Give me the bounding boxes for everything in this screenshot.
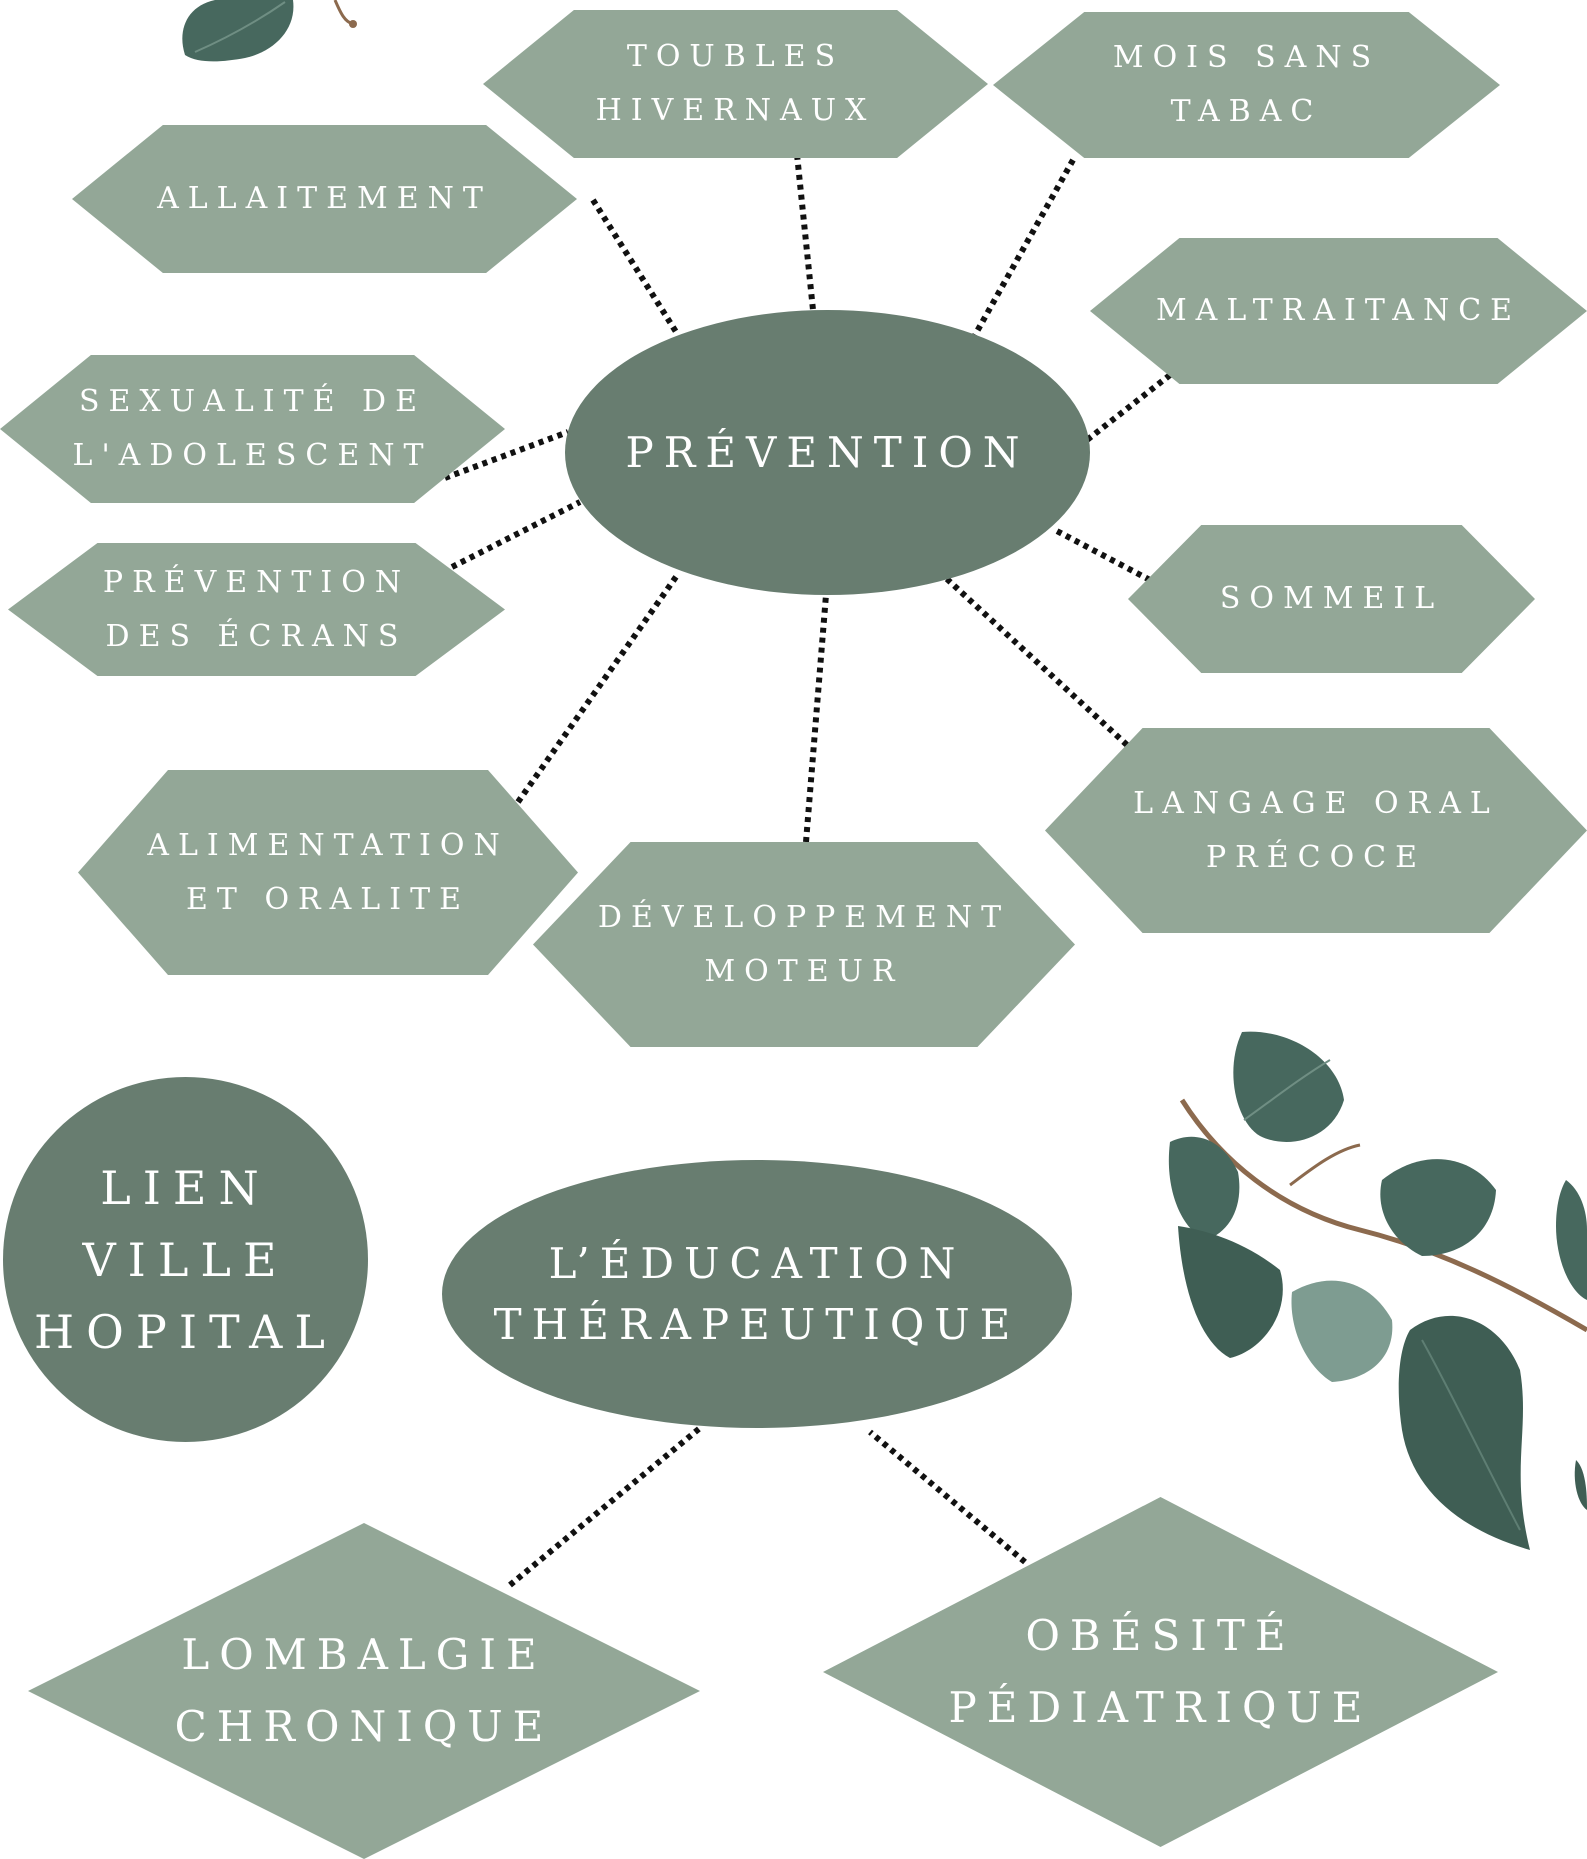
topic-toubles-hivernaux[interactable]: TOUBLES HIVERNAUX <box>483 10 988 158</box>
connector-hub-to-toubles <box>792 134 816 311</box>
prevention-hub[interactable]: PRÉVENTION <box>565 310 1090 595</box>
topic-sommeil[interactable]: SOMMEIL <box>1128 525 1535 673</box>
connector-edu-to-obesite <box>868 1429 1027 1565</box>
connector-hub-to-allaitement <box>590 198 681 337</box>
connector-hub-to-sexualite <box>443 429 570 481</box>
connector-hub-to-ecrans <box>450 499 582 570</box>
connector-edu-to-lombalgie <box>508 1425 702 1588</box>
connector-hub-to-tabac <box>972 158 1076 337</box>
topic-sexualite-adolescent[interactable]: SEXUALITÉ DE L'ADOLESCENT <box>0 355 505 503</box>
topic-label: SEXUALITÉ DE L'ADOLESCENT <box>72 384 433 473</box>
topic-developpement-moteur[interactable]: DÉVELOPPEMENT MOTEUR <box>533 842 1075 1047</box>
lien-ville-hopital-circle[interactable]: LIEN VILLE HOPITAL <box>3 1077 368 1442</box>
topic-alimentation-oralite[interactable]: ALIMENTATION ET ORALITE <box>78 770 578 975</box>
topic-maltraitance[interactable]: MALTRAITANCE <box>1090 238 1587 384</box>
education-hub-label: L’ÉDUCATION THÉRAPEUTIQUE <box>493 1239 1021 1349</box>
connector-hub-to-langage <box>932 565 1130 748</box>
topic-label: ALLAITEMENT <box>157 181 492 216</box>
topic-label: MOIS SANS TABAC <box>1112 40 1381 129</box>
topic-label: SOMMEIL <box>1219 581 1444 616</box>
connector-hub-to-sommeil <box>1053 527 1152 583</box>
prevention-hub-label: PRÉVENTION <box>625 428 1030 477</box>
topic-label: MALTRAITANCE <box>1155 293 1522 328</box>
topic-label: DÉVELOPPEMENT MOTEUR <box>597 899 1011 989</box>
topic-allaitement[interactable]: ALLAITEMENT <box>72 125 577 273</box>
topic-label: LANGAGE ORAL PRÉCOCE <box>1133 785 1499 875</box>
topic-langage-oral-precoce[interactable]: LANGAGE ORAL PRÉCOCE <box>1045 728 1587 933</box>
topic-mois-sans-tabac[interactable]: MOIS SANS TABAC <box>993 12 1500 158</box>
lien-ville-hopital-label: LIEN VILLE HOPITAL <box>34 1160 337 1359</box>
topic-label: TOUBLES HIVERNAUX <box>595 39 876 128</box>
education-therapeutique-hub[interactable]: L’ÉDUCATION THÉRAPEUTIQUE <box>442 1160 1072 1428</box>
connector-hub-to-alimentation <box>515 572 681 804</box>
topic-label: LOMBALGIE CHRONIQUE <box>174 1630 554 1751</box>
connector-hub-to-developpement <box>803 594 829 843</box>
topic-label: ALIMENTATION ET ORALITE <box>147 827 509 917</box>
topic-label: PRÉVENTION DES ÉCRANS <box>102 564 411 654</box>
connector-hub-to-maltraitance <box>1085 372 1172 443</box>
topic-label: OBÉSITÉ PÉDIATRIQUE <box>948 1611 1373 1732</box>
topic-prevention-ecrans[interactable]: PRÉVENTION DES ÉCRANS <box>8 543 505 676</box>
